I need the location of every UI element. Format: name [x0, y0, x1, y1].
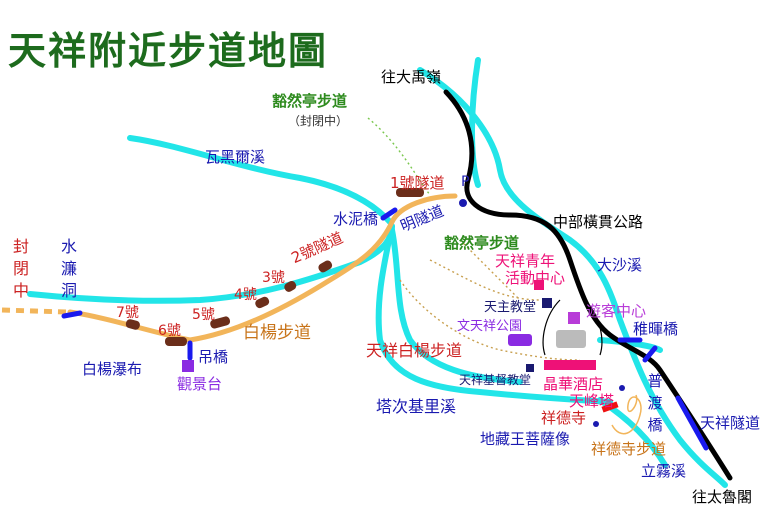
visitor-center-block [556, 330, 586, 348]
visitor-center-marker [568, 312, 580, 324]
label-huoran-trail: 豁然亭步道 [272, 92, 348, 110]
building-markers [182, 280, 625, 427]
label-tunnel1: 1號隧道 [390, 174, 445, 192]
label-tunnel5: 5號 [192, 307, 215, 323]
tunnel-5-mark [210, 316, 231, 329]
dotted-trails [367, 117, 581, 361]
pagoda-dot [619, 385, 625, 391]
label-baiyang-trail: 白楊步道 [243, 323, 311, 343]
baiyang-trail-road [67, 193, 458, 343]
shuilian-cave-mark [61, 310, 83, 319]
label-waheier-creek: 瓦黑爾溪 [205, 148, 266, 166]
label-youth-center-1: 天祥青年 [495, 252, 556, 270]
label-dasha-creek: 大沙溪 [597, 256, 643, 274]
tunnel-6-mark [165, 337, 187, 346]
xiangde-temple-marker [601, 401, 619, 413]
label-tunnel6: 6號 [158, 323, 181, 339]
label-tunnel7: 7號 [116, 305, 139, 321]
closed-trail-segment [1, 307, 67, 315]
label-silks-hotel: 晶華酒店 [543, 375, 604, 393]
tunnel-2-mark [318, 260, 333, 273]
label-to-taroko: 往太魯閣 [692, 488, 753, 506]
label-dizang-statue: 地藏王菩薩像 [480, 430, 571, 448]
christian-church-marker [526, 364, 534, 372]
tunnel-7-mark [125, 319, 140, 330]
observation-deck-marker [182, 360, 194, 372]
label-cross-island-hwy: 中部橫貫公路 [553, 213, 644, 231]
tunnel-1-mark [396, 188, 424, 197]
label-tianxiang-baiyang-trail: 天祥白楊步道 [366, 341, 463, 360]
tianxiang-tunnel-mark [675, 395, 709, 451]
label-cement-bridge: 水泥橋 [333, 210, 379, 228]
bridge-marks [61, 207, 709, 451]
parking-dot [459, 199, 467, 207]
river-dasha [417, 67, 728, 488]
label-parking: P [461, 174, 470, 190]
label-tunnel4: 4號 [234, 287, 257, 303]
label-youth-center-2: 活動中心 [505, 269, 566, 287]
label-closed-note: （封閉中） [288, 114, 349, 128]
river-island-loop [389, 227, 523, 385]
label-tianxiang-tunnel: 天祥隧道 [700, 414, 761, 432]
trail-tunnels [125, 188, 424, 346]
river-waheier [127, 135, 393, 225]
label-xiangde-trail: 祥德寺步道 [591, 440, 667, 458]
tunnel-4-mark [255, 296, 270, 309]
cement-bridge-mark [380, 207, 398, 221]
label-tianfeng-pagoda: 天峰塔 [569, 392, 615, 410]
pudu-bridge-mark [642, 345, 658, 363]
island-inner-path [429, 259, 541, 301]
silks-hotel-marker [544, 360, 596, 370]
label-tacijili-creek: 塔次基里溪 [376, 397, 457, 416]
label-tunnel3: 3號 [262, 270, 285, 286]
label-visitor-center: 遊客中心 [586, 302, 647, 320]
island-trail-path [399, 279, 581, 361]
label-xiangde-temple: 祥德寺 [541, 409, 587, 427]
label-huoran-trail-2: 豁然亭步道 [444, 234, 520, 252]
map-title: 天祥附近步道地圖 [8, 29, 329, 73]
river-upper-branch [469, 57, 481, 188]
label-pudu-bridge: 普渡橋 [647, 372, 663, 434]
label-baiyang-falls: 白楊瀑布 [82, 360, 143, 378]
youth-center-marker [534, 280, 544, 290]
label-to-dayuling: 往大禹嶺 [381, 68, 442, 86]
wen-park-marker [508, 334, 532, 346]
catholic-church-marker [542, 298, 552, 308]
tunnel-3-mark [284, 281, 297, 292]
label-zhihui-bridge: 稚暉橋 [633, 320, 679, 338]
label-closed-vertical: 封閉中 [12, 237, 29, 300]
cross-island-highway [443, 89, 733, 481]
label-suspension-bridge: 吊橋 [198, 348, 229, 366]
youth-trail-path [459, 239, 521, 301]
huoran-trail-path [367, 117, 431, 196]
statue-dot [593, 421, 599, 427]
label-liwu-creek: 立霧溪 [641, 462, 687, 480]
label-wen-park: 文天祥公園 [457, 319, 523, 334]
label-observation-deck: 觀景台 [177, 375, 223, 393]
label-christian-church: 天祥基督教堂 [459, 373, 532, 387]
xiangde-trail-path [611, 394, 642, 435]
island-road-loop [542, 299, 603, 356]
label-shuilian-cave: 水濂洞 [60, 237, 77, 300]
label-catholic-church: 天主教堂 [484, 300, 537, 315]
